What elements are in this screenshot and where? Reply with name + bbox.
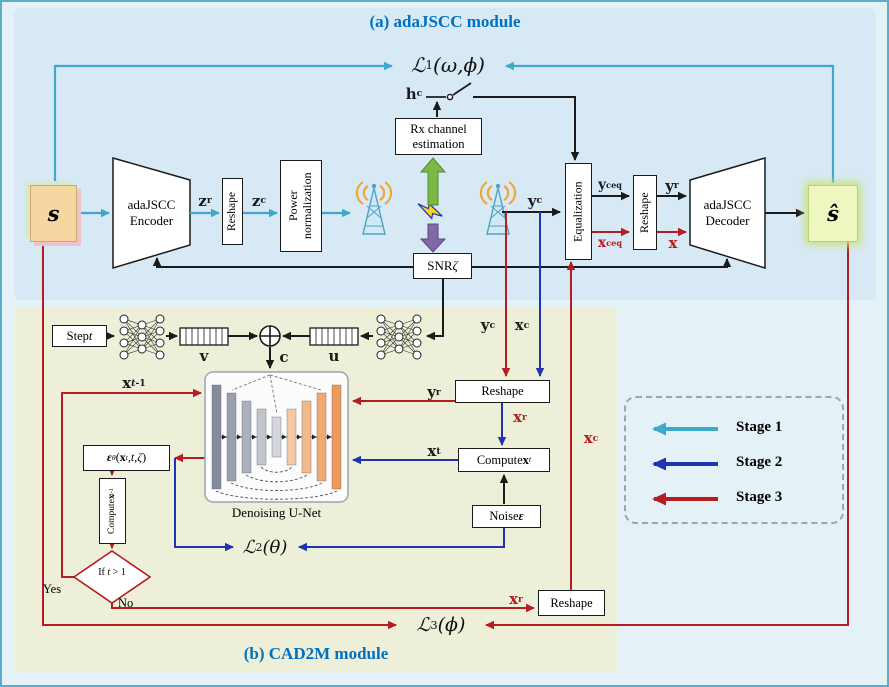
reshape-box-1: Reshape [222,178,243,245]
unet-caption: Denoising U-Net [231,505,322,520]
stage3-arrows [42,212,849,630]
reshape-box-3: Reshape [455,380,550,403]
pilot-up-arrow-icon [419,157,447,206]
legend-item-stage1: Stage 1 [736,419,783,435]
arrow-snr-to-mlp2 [426,279,444,341]
legend-box [624,396,844,524]
unet-mid-arrows [222,434,332,440]
source-label: s [47,201,60,226]
decision-label: If t > 1 [98,567,126,578]
unet-skip-dashes [215,466,338,500]
reshape-box-2: Reshape [633,175,657,250]
legend-item-stage3: Stage 3 [736,489,783,505]
snr-down-arrow-icon [419,223,447,253]
stage1-arrows [53,61,835,218]
output-label: ŝ [827,201,839,226]
module-a-title: (a) adaJSCC module [369,12,521,31]
rx-antenna-icon [479,180,517,236]
label-u: u [328,347,340,365]
encoder-trapezoid [112,157,191,270]
unet-group [204,371,349,503]
stage2-arrows [174,212,545,552]
switch-icon [426,82,472,101]
source-block: s [30,185,77,242]
vector-u-icon [309,327,359,346]
unet-fan-dashes [231,374,322,415]
mlp-icon-2 [376,314,422,360]
black-arrows [106,96,805,504]
arrow-hc-to-equalization [473,96,580,161]
vector-v-icon [179,327,229,346]
legend-item-stage2: Stage 2 [736,454,783,470]
label-x: x [668,233,678,252]
module-b-title: (b) CAD2M module [243,644,389,663]
arrow-l1-right [505,61,835,183]
yes-label: Yes [42,582,62,596]
label-c: c [279,348,289,366]
arrow-snr-to-decoder [472,258,732,268]
output-block: ŝ [808,185,858,242]
equalization-box: Equalization [565,163,592,260]
step-box: Step t [52,325,107,347]
noise-box: Noise ε [472,505,541,528]
arrow-noise-to-l2 [298,528,505,552]
arrow-s-to-l3 [42,242,397,630]
decoder-trapezoid [689,156,766,270]
sum-icon [259,325,281,347]
unet-bars-icon [211,384,342,490]
reshape-box-4: Reshape [538,590,605,616]
arrow-snr-to-encoder [152,257,413,268]
snr-box: SNR ζ [413,253,472,279]
arrow-shat-to-l3 [485,242,849,630]
arrow-no-to-reshape4 [111,603,535,613]
arrow-eps-to-l2 [174,458,234,552]
no-label: No [118,596,134,610]
arrow-l1-left [53,61,393,183]
tx-antenna-icon [355,180,393,236]
label-v: v [199,347,209,365]
arrow-yes-loop [61,388,202,578]
legend-arrows [652,422,718,506]
decision-diamond [72,550,152,604]
mlp-icon-1 [119,314,165,360]
